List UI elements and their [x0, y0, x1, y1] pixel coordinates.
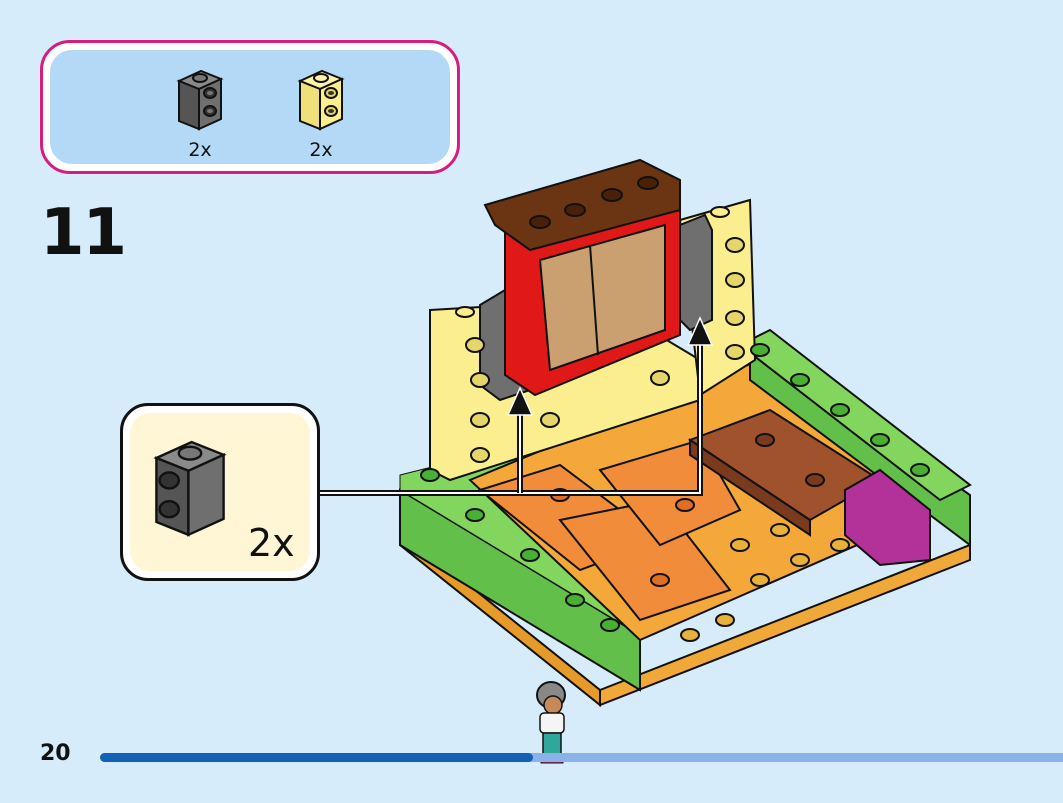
- part-yellow-brick-1x1-side-studs: 2x: [291, 67, 351, 161]
- arrow-up-icon: [506, 386, 534, 416]
- progress-bar: [100, 753, 1063, 762]
- base-plate-right-edge: [599, 543, 971, 707]
- gray-brick-icon: [176, 69, 224, 131]
- parts-list-background: 2x 2x: [50, 50, 450, 164]
- arrow-up-icon: [686, 316, 714, 346]
- callout-background: 2x: [130, 413, 310, 571]
- part-quantity: 2x: [309, 139, 333, 161]
- magenta-box: [844, 468, 931, 567]
- door-lattice: [538, 223, 666, 372]
- gray-brick-icon: [153, 440, 227, 537]
- parts-list-box: 2x 2x: [40, 40, 460, 174]
- yellow-brick-icon: [297, 69, 345, 131]
- part-gray-brick-1x1-side-studs: 2x: [170, 67, 230, 161]
- part-quantity: 2x: [188, 139, 212, 161]
- callout-box: 2x: [120, 403, 320, 581]
- minifigure-icon: [536, 681, 566, 764]
- orange-tile: [558, 498, 732, 622]
- progress-bar-fill: [100, 753, 534, 762]
- step-number: 11: [40, 196, 127, 270]
- gray-brick-right: [679, 213, 713, 332]
- page-number: 20: [40, 741, 71, 766]
- callout-quantity: 2x: [248, 521, 295, 565]
- placement-arrows: [320, 316, 714, 496]
